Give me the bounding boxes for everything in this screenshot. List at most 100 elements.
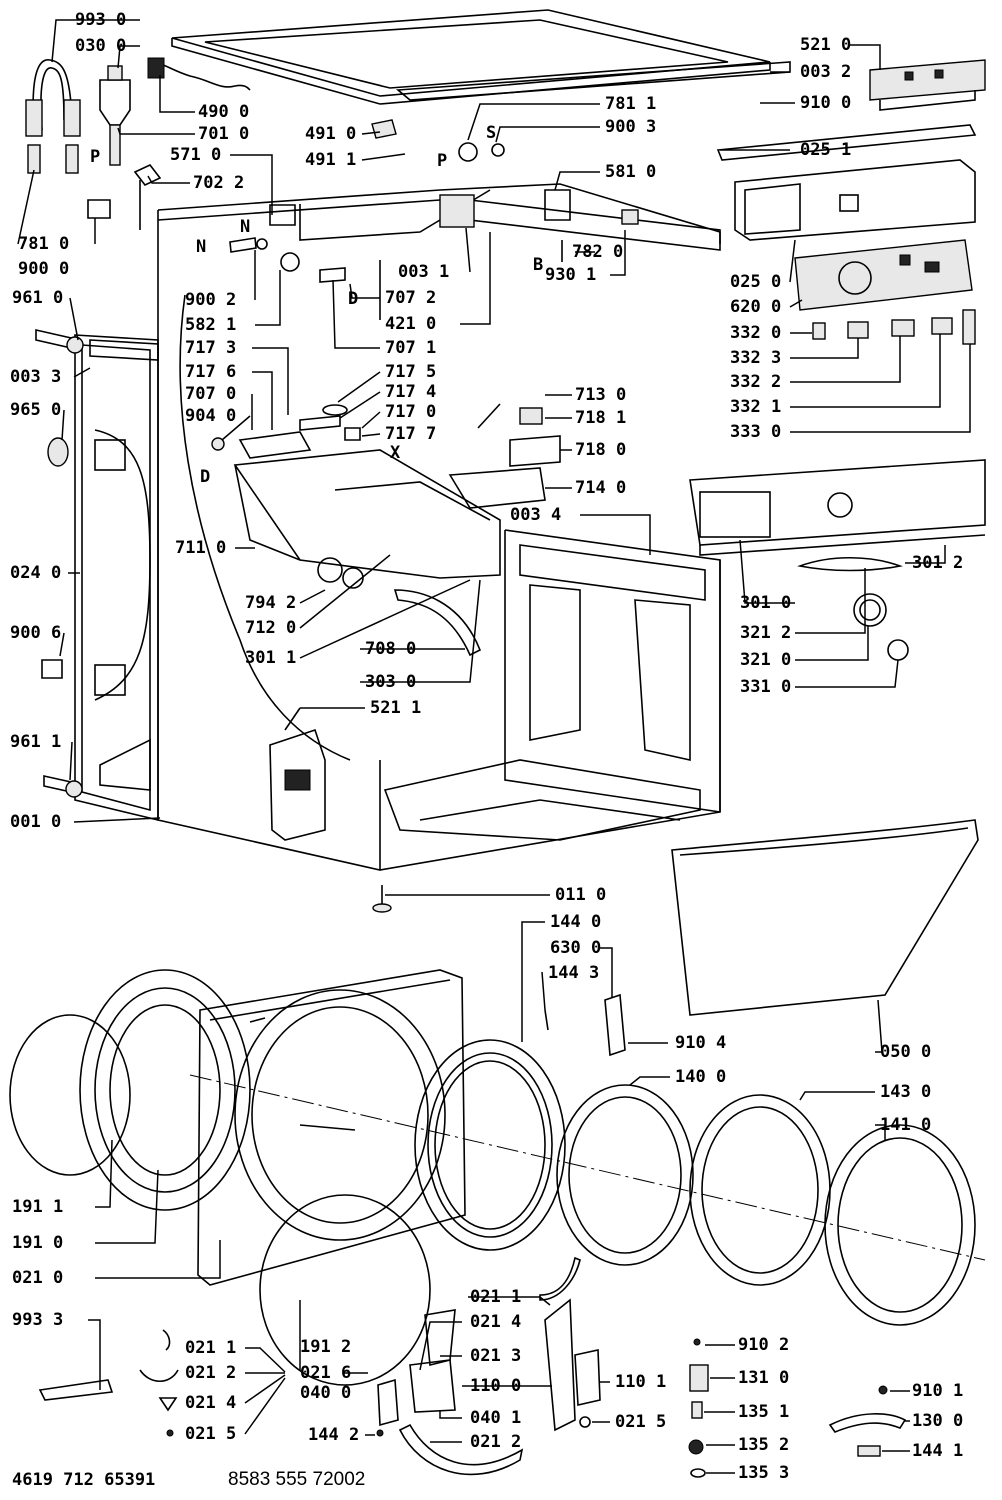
marker-b: B <box>533 255 543 275</box>
marker-p-mid: P <box>437 151 447 171</box>
label-707-2: 707 2 <box>385 288 436 308</box>
label-904-0: 904 0 <box>185 406 236 426</box>
footer: 4619 712 65391 8583 555 72002 <box>12 1469 365 1490</box>
label-717-4: 717 4 <box>385 382 436 402</box>
footer-code-right: 8583 555 72002 <box>228 1469 365 1490</box>
label-491-1: 491 1 <box>305 150 356 170</box>
label-301-1: 301 1 <box>245 648 296 668</box>
label-794-2: 794 2 <box>245 593 296 613</box>
bottom-panel <box>671 819 979 1016</box>
hinge <box>544 993 626 1057</box>
door-inner-ring <box>689 1094 831 1286</box>
dispenser-drawer <box>233 431 546 657</box>
label-001-0: 001 0 <box>10 812 61 832</box>
control-housing <box>734 159 976 241</box>
label-021-1-left: 021 1 <box>185 1338 236 1358</box>
label-910-2: 910 2 <box>738 1335 789 1355</box>
heater-module <box>269 707 326 841</box>
label-191-1: 191 1 <box>12 1197 63 1217</box>
label-050-0: 050 0 <box>880 1042 931 1062</box>
part-labels: 993 0 030 0 490 0 701 0 571 0 702 2 781 … <box>10 10 963 1483</box>
marker-s: S <box>486 123 496 143</box>
label-900-6: 900 6 <box>10 623 61 643</box>
label-021-4-left: 021 4 <box>185 1393 236 1413</box>
footer-code-left: 4619 712 65391 <box>12 1470 155 1490</box>
label-332-3: 332 3 <box>730 348 781 368</box>
label-781-1: 781 1 <box>605 94 656 114</box>
button-blocks <box>812 309 976 345</box>
label-332-0: 332 0 <box>730 323 781 343</box>
label-135-2: 135 2 <box>738 1435 789 1455</box>
label-332-1: 332 1 <box>730 397 781 417</box>
label-110-1: 110 1 <box>615 1372 666 1392</box>
small-dispenser-parts <box>211 403 561 467</box>
label-144-1: 144 1 <box>912 1441 963 1461</box>
label-144-0: 144 0 <box>550 912 601 932</box>
label-021-6: 021 6 <box>300 1363 351 1383</box>
label-321-2: 321 2 <box>740 623 791 643</box>
label-144-2: 144 2 <box>308 1425 359 1445</box>
label-021-2-mid: 021 2 <box>470 1432 521 1452</box>
label-003-2: 003 2 <box>800 62 851 82</box>
label-717-7: 717 7 <box>385 424 436 444</box>
label-301-0: 301 0 <box>740 593 791 613</box>
label-030-0: 030 0 <box>75 36 126 56</box>
leader-lines <box>17 19 971 1474</box>
dispenser-rail <box>716 124 977 161</box>
door-outer <box>824 1124 976 1326</box>
marker-p-left: P <box>90 147 100 167</box>
front-cabinet <box>197 969 466 1386</box>
label-021-1-mid: 021 1 <box>470 1287 521 1307</box>
label-144-3: 144 3 <box>548 963 599 983</box>
label-900-0: 900 0 <box>18 259 69 279</box>
door-ring <box>414 1039 566 1251</box>
label-021-0: 021 0 <box>12 1268 63 1288</box>
label-332-2: 332 2 <box>730 372 781 392</box>
control-board-top <box>869 59 986 111</box>
label-571-0: 571 0 <box>170 145 221 165</box>
label-711-0: 711 0 <box>175 538 226 558</box>
marker-n-lower: N <box>196 237 206 257</box>
door-glass <box>556 1084 694 1266</box>
label-707-0: 707 0 <box>185 384 236 404</box>
marker-d-upper: D <box>348 289 358 309</box>
label-521-0: 521 0 <box>800 35 851 55</box>
label-521-1: 521 1 <box>370 698 421 718</box>
label-900-3: 900 3 <box>605 117 656 137</box>
label-581-0: 581 0 <box>605 162 656 182</box>
label-707-1: 707 1 <box>385 338 436 358</box>
label-141-0: 141 0 <box>880 1115 931 1135</box>
label-910-0: 910 0 <box>800 93 851 113</box>
marker-x: X <box>390 443 401 463</box>
label-708-0: 708 0 <box>365 639 416 659</box>
label-143-0: 143 0 <box>880 1082 931 1102</box>
label-011-0: 011 0 <box>555 885 606 905</box>
label-025-1: 025 1 <box>800 140 851 160</box>
label-003-1: 003 1 <box>398 262 449 282</box>
label-714-0: 714 0 <box>575 478 626 498</box>
label-782-0: 782 0 <box>572 242 623 262</box>
label-333-0: 333 0 <box>730 422 781 442</box>
label-582-1: 582 1 <box>185 315 236 335</box>
label-040-0: 040 0 <box>300 1383 351 1403</box>
label-717-6: 717 6 <box>185 362 236 382</box>
label-781-0: 781 0 <box>18 234 69 254</box>
label-024-0: 024 0 <box>10 563 61 583</box>
label-301-2: 301 2 <box>912 553 963 573</box>
label-021-2-left: 021 2 <box>185 1363 236 1383</box>
label-025-0: 025 0 <box>730 272 781 292</box>
label-718-0: 718 0 <box>575 440 626 460</box>
label-131-0: 131 0 <box>738 1368 789 1388</box>
label-021-3: 021 3 <box>470 1346 521 1366</box>
label-110-0: 110 0 <box>470 1376 521 1396</box>
label-993-3: 993 3 <box>12 1310 63 1330</box>
top-lid <box>171 9 791 105</box>
label-421-0: 421 0 <box>385 314 436 334</box>
inlet-hose <box>25 57 251 230</box>
cabinet <box>157 183 721 871</box>
label-630-0: 630 0 <box>550 938 601 958</box>
fasteners-left <box>35 328 84 798</box>
label-191-0: 191 0 <box>12 1233 63 1253</box>
label-965-0: 965 0 <box>10 400 61 420</box>
